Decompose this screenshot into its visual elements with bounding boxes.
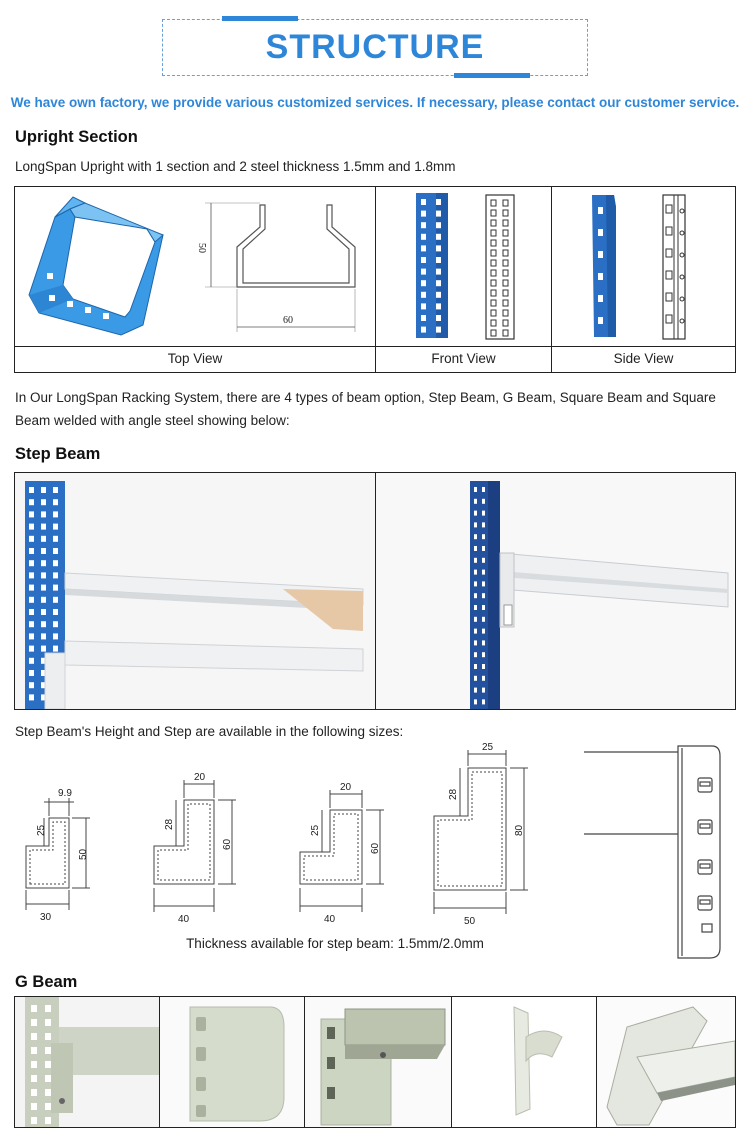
profile-3-width-dim: 40	[324, 914, 336, 925]
profile-2-height-dim: 60	[222, 838, 233, 850]
g-beam-photo-2	[159, 996, 305, 1128]
top-view-cell: 50 60	[14, 186, 376, 347]
caption-divider-1	[375, 346, 376, 373]
side-view-cell	[551, 186, 736, 347]
caption-front-view: Front View	[431, 351, 496, 366]
profile-1-top-dim: 9.9	[58, 788, 72, 799]
upright-heading: Upright Section	[15, 128, 138, 146]
beam-intro: In Our LongSpan Racking System, there ar…	[15, 390, 716, 428]
profile-3-step-dim: 25	[310, 824, 321, 836]
profile-3-top-dim: 20	[340, 782, 352, 793]
step-beam-sizes-intro: Step Beam's Height and Step are availabl…	[15, 724, 404, 739]
g-beam-heading: G Beam	[15, 973, 78, 991]
upright-description: LongSpan Upright with 1 section and 2 st…	[15, 159, 456, 174]
step-beam-photo-1	[14, 472, 376, 710]
upright-width-dim: 60	[283, 315, 293, 326]
g-beam-photo-4	[451, 996, 597, 1128]
step-beam-heading: Step Beam	[15, 445, 101, 463]
profile-3-height-dim: 60	[370, 842, 381, 854]
caption-top-view: Top View	[167, 351, 223, 366]
caption-side-view: Side View	[613, 351, 674, 366]
title-accent-bar-top	[222, 16, 298, 21]
profile-4-top-dim: 25	[482, 742, 494, 753]
profile-1-step-dim: 25	[36, 824, 47, 836]
profile-4-width-dim: 50	[464, 916, 476, 927]
title-frame	[162, 19, 588, 76]
upright-side-view-figure	[592, 194, 686, 340]
profile-1-width-dim: 30	[40, 912, 52, 923]
title-accent-bar-bottom	[454, 73, 530, 78]
g-beam-photo-5	[596, 996, 736, 1128]
g-beam-photo-1	[14, 996, 160, 1128]
profile-2-top-dim: 20	[194, 772, 206, 783]
upright-top-view-figure: 50 60	[28, 196, 356, 336]
profile-4-step-dim: 28	[448, 788, 459, 800]
profile-2-width-dim: 40	[178, 914, 190, 925]
step-beam-photo-2	[375, 472, 736, 710]
profile-2-step-dim: 28	[164, 818, 175, 830]
caption-divider-2	[551, 346, 552, 373]
g-beam-photo-3	[304, 996, 452, 1128]
profile-1-height-dim: 50	[78, 848, 89, 860]
thickness-note: Thickness available for step beam: 1.5mm…	[186, 936, 484, 951]
tagline: We have own factory, we provide various …	[10, 95, 740, 110]
upright-height-dim: 50	[196, 243, 207, 253]
profile-4-height-dim: 80	[514, 824, 525, 836]
page-title: STRUCTURE	[265, 28, 485, 66]
upright-front-view-figure	[416, 193, 515, 340]
step-beam-profiles: 9.9 25 50 30 20 28 60 40 20 25 60 40 25 …	[25, 742, 721, 959]
front-view-cell	[375, 186, 552, 347]
